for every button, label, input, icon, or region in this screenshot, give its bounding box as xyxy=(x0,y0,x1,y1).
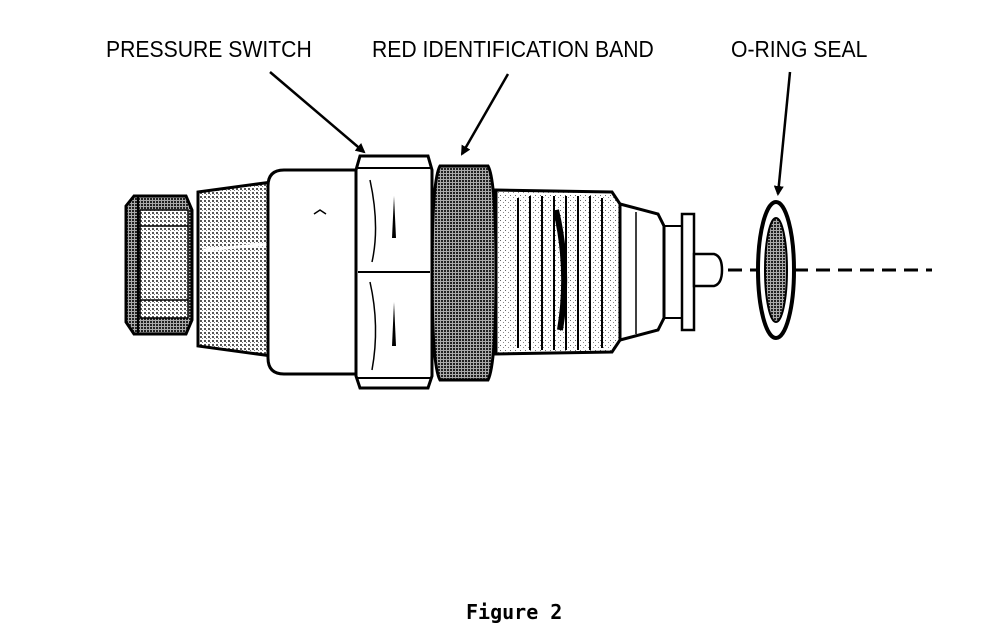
switch-housing xyxy=(266,168,362,376)
threaded-section xyxy=(494,188,622,356)
red-identification-band xyxy=(430,164,498,382)
o-ring-seal xyxy=(756,200,796,340)
o-ring-seal-label: O-RING SEAL xyxy=(731,36,868,62)
red-band-leader xyxy=(460,73,510,156)
electrical-connector xyxy=(124,194,194,336)
pressure-switch-leader xyxy=(269,71,366,154)
switch-nose xyxy=(618,202,724,342)
switch-body-shell xyxy=(196,180,274,358)
o-ring-leader xyxy=(773,71,792,196)
pressure-switch-label: PRESSURE SWITCH xyxy=(106,36,312,62)
red-identification-band-label: RED IDENTIFICATION BAND xyxy=(372,36,654,62)
hex-nut xyxy=(354,154,434,390)
figure-caption: Figure 2 xyxy=(466,600,563,624)
